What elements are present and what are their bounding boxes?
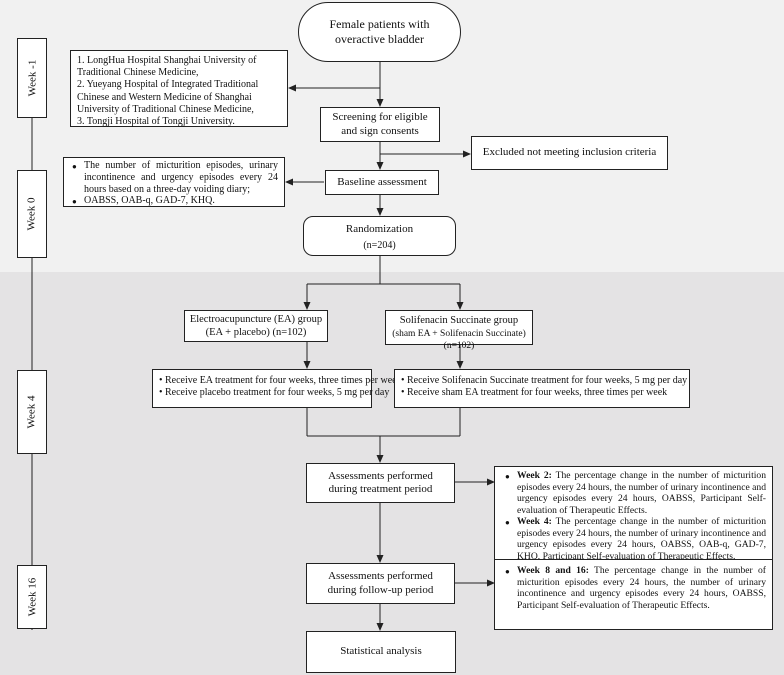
week-minus1-label: Week -1 xyxy=(17,38,47,118)
sol-group-line1: Solifenacin Succinate group xyxy=(399,315,519,326)
baseline-measure-1: The number of micturition episodes, urin… xyxy=(72,160,278,195)
sol-treatment-2: • Receive sham EA treatment for four wee… xyxy=(401,387,668,399)
followup-assessment-box: Assessments performed during follow-up p… xyxy=(306,563,455,604)
followup-detail-week8-16: Week 8 and 16: The percentage change in … xyxy=(505,565,766,611)
ea-treatment-1: • Receive EA treatment for four weeks, t… xyxy=(159,375,402,386)
baseline-box: Baseline assessment xyxy=(325,170,439,195)
randomization-n: (n=204) xyxy=(363,240,396,252)
start-node: Female patients with overactive bladder xyxy=(298,2,461,62)
ea-group-box: Electroacupuncture (EA) group (EA + plac… xyxy=(184,310,328,342)
baseline-measures-box: The number of micturition episodes, urin… xyxy=(63,157,285,208)
randomization-title: Randomization xyxy=(345,223,414,235)
treatment-detail-week4: Week 4: The percentage change in the num… xyxy=(505,516,766,562)
treatment-detail-week2: Week 2: The percentage change in the num… xyxy=(505,470,766,516)
treatment-assessment-box: Assessments performed during treatment p… xyxy=(306,463,455,503)
excluded-box: Excluded not meeting inclusion criteria xyxy=(471,136,668,170)
hospital-3: 3. Tongji Hospital of Tongji University. xyxy=(77,115,235,127)
hospital-1: 1. LongHua Hospital Shanghai University … xyxy=(77,55,257,79)
ea-group-line1: Electroacupuncture (EA) group xyxy=(189,314,323,325)
screening-box: Screening for eligible and sign consents xyxy=(320,107,440,142)
sol-group-line2: (sham EA + Solifenacin Succinate) (n=102… xyxy=(392,328,526,351)
ea-treatment-box: • Receive EA treatment for four weeks, t… xyxy=(152,369,402,408)
ea-group-line2: (EA + placebo) (n=102) xyxy=(205,326,307,338)
baseline-measure-2: OABSS, OAB-q, GAD-7, KHQ. xyxy=(72,195,278,208)
sol-treatment-1: • Receive Solifenacin Succinate treatmen… xyxy=(401,375,688,386)
ea-treatment-2: • Receive placebo treatment for four wee… xyxy=(159,387,390,399)
week-0-label: Week 0 xyxy=(17,170,47,258)
sol-group-box: Solifenacin Succinate group (sham EA + S… xyxy=(385,310,533,351)
week-4-label: Week 4 xyxy=(17,370,47,454)
randomization-box: Randomization (n=204) xyxy=(303,216,456,256)
followup-details-box: Week 8 and 16: The percentage change in … xyxy=(494,559,773,630)
week-16-label: Week 16 xyxy=(17,565,47,629)
statistical-analysis-box: Statistical analysis xyxy=(306,631,456,673)
hospitals-box: 1. LongHua Hospital Shanghai University … xyxy=(70,50,288,127)
hospital-2: 2. Yueyang Hospital of Integrated Tradit… xyxy=(77,79,259,115)
sol-treatment-box: • Receive Solifenacin Succinate treatmen… xyxy=(394,369,690,408)
treatment-details-box: Week 2: The percentage change in the num… xyxy=(494,466,773,568)
